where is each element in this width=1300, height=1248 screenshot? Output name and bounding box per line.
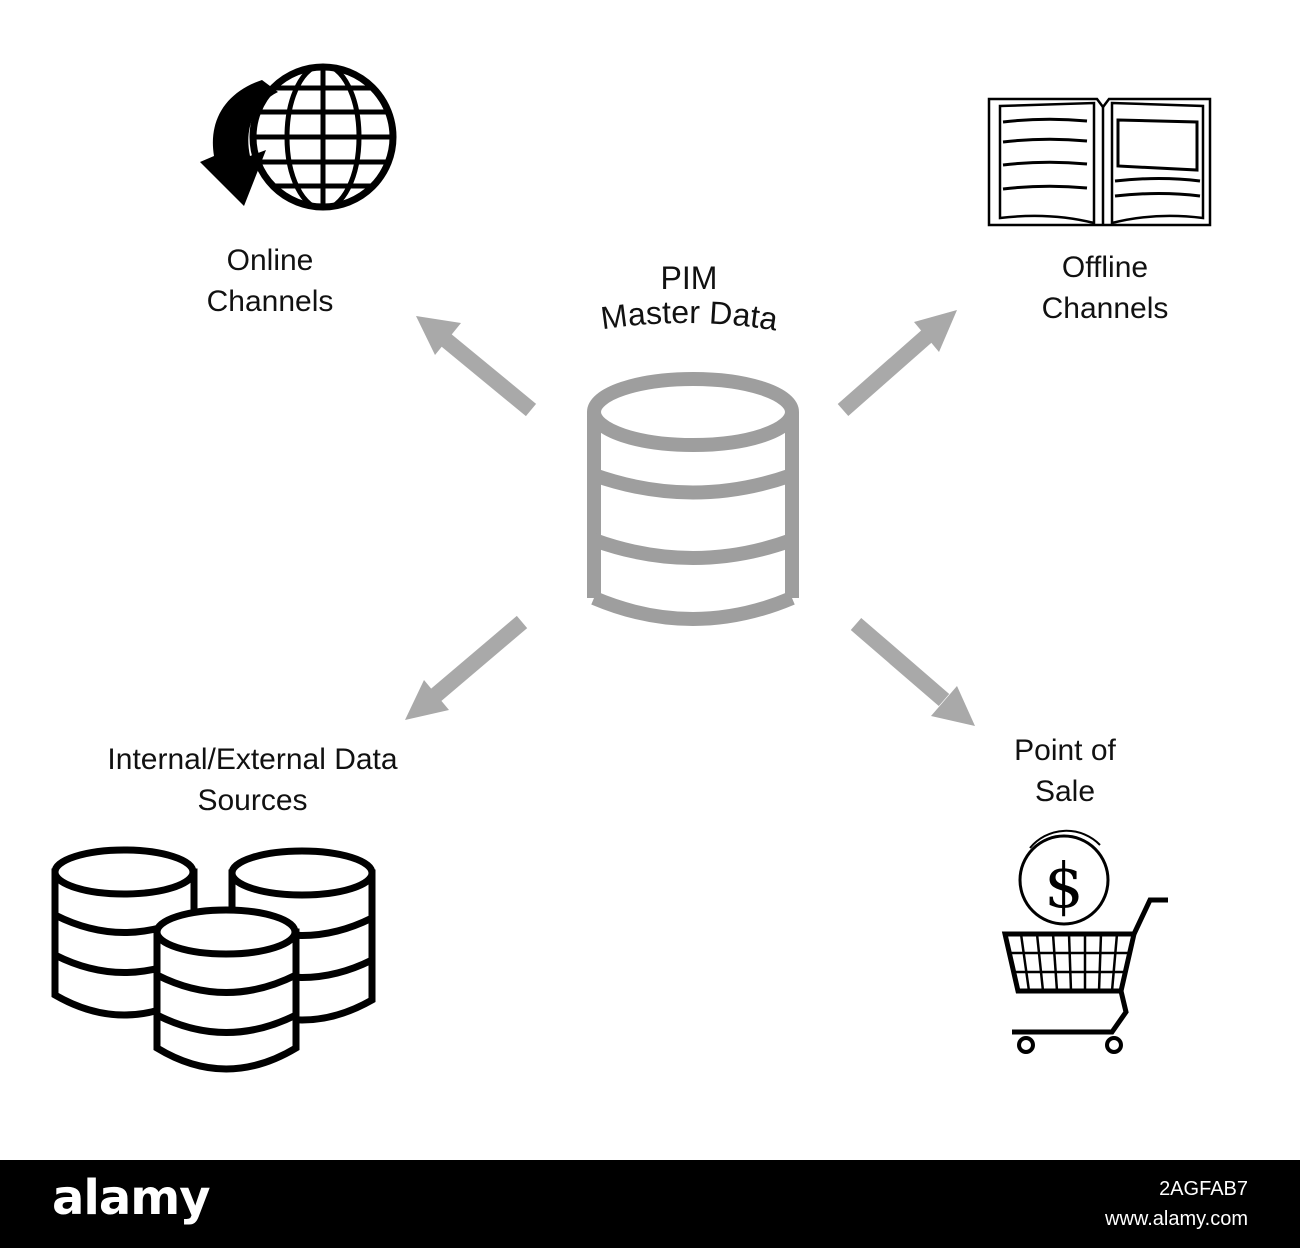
point-of-sale-label: Point of Sale <box>965 730 1165 812</box>
arrow-to-internal-sources <box>405 615 528 720</box>
center-title-arc: Master Data <box>599 294 781 338</box>
online-channels-label: Online Channels <box>165 240 375 322</box>
pim-diagram: PIM Master Data <box>51 63 1212 1073</box>
database-icon <box>587 372 799 626</box>
svg-text:$: $ <box>1044 849 1083 922</box>
online-channels-line1: Online <box>226 244 314 277</box>
footer-banner: alamy 2AGFAB7 www.alamy.com <box>0 1160 1300 1248</box>
offline-channels-line1: Offline <box>1061 251 1149 284</box>
center-title-line2: Master Data <box>599 294 781 338</box>
point-of-sale-line1: Point of <box>1014 734 1116 767</box>
database-front-icon <box>153 906 300 1073</box>
dollar-coin-icon: $ <box>1018 829 1110 926</box>
site-url: www.alamy.com <box>1105 1208 1248 1230</box>
arrow-to-online <box>416 316 537 417</box>
arrow-to-offline <box>837 310 957 417</box>
center-title-line1: PIM <box>661 260 718 296</box>
brand-logo: alamy <box>52 1170 211 1226</box>
globe-download-icon <box>200 63 397 211</box>
arrow-to-point-of-sale <box>850 617 975 726</box>
online-channels-line2: Channels <box>206 285 334 318</box>
data-sources-line2: Sources <box>197 784 308 817</box>
shopping-cart-dollar-icon: $ <box>1001 829 1168 1054</box>
cart-icon <box>1001 897 1168 1035</box>
data-sources-label: Internal/External Data Sources <box>50 739 455 821</box>
open-book-icon <box>987 97 1212 227</box>
database-cluster-icon <box>51 846 376 1073</box>
image-id: 2AGFAB7 <box>1159 1178 1248 1200</box>
arrows <box>405 310 975 726</box>
point-of-sale-line2: Sale <box>1034 775 1096 808</box>
data-sources-line1: Internal/External Data <box>107 743 398 776</box>
offline-channels-line2: Channels <box>1041 292 1169 325</box>
offline-channels-label: Offline Channels <box>1000 247 1210 329</box>
